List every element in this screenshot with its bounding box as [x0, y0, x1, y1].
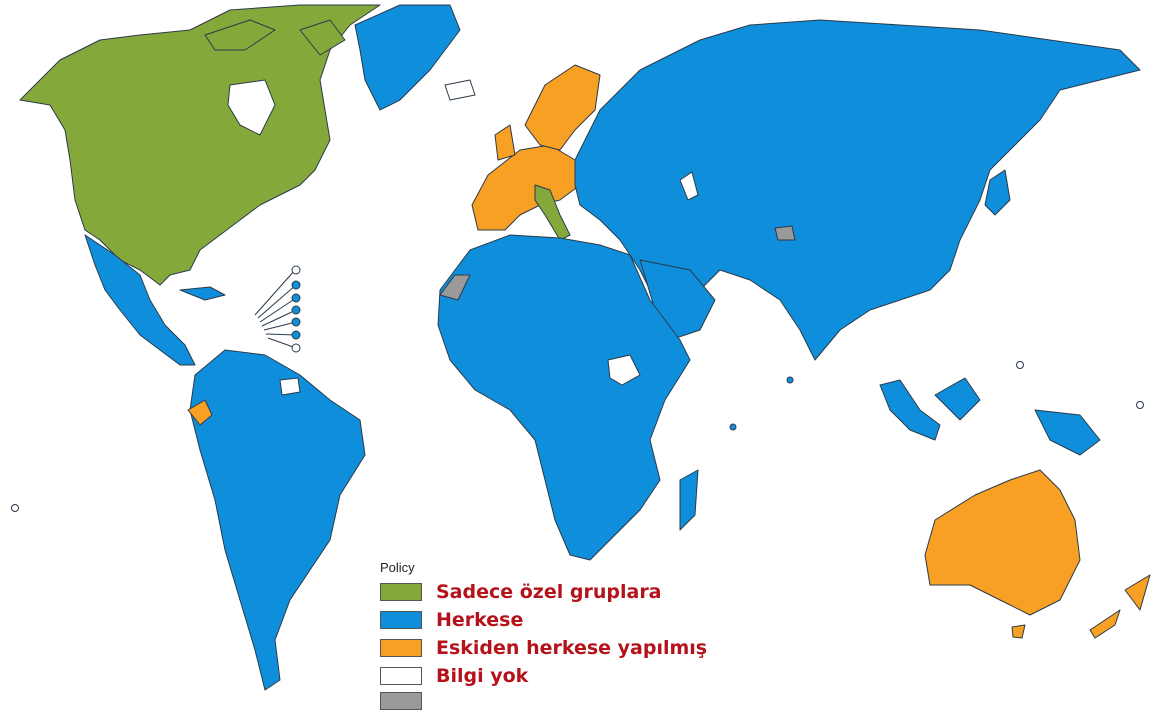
region-arctic-islands-2 [299, 19, 346, 56]
region-south-sudan [607, 354, 641, 386]
region-western-sahara [439, 274, 471, 301]
region-ecuador [187, 399, 213, 426]
legend-item-blue: Herkese [380, 606, 523, 634]
hudson-bay [227, 79, 276, 136]
region-indonesia [879, 379, 941, 441]
legend-label: Sadece özel gruplara [436, 581, 662, 603]
region-italy [534, 184, 571, 241]
region-south-america [189, 349, 366, 691]
region-central-america [84, 234, 196, 366]
region-cuba [179, 286, 226, 301]
region-new-zealand-south [1089, 609, 1121, 639]
legend-label: Bilgi yok [436, 665, 529, 687]
region-australia [924, 469, 1081, 616]
region-africa [437, 234, 691, 561]
legend-swatch [380, 611, 422, 629]
region-guiana [279, 377, 301, 396]
legend-swatch [380, 692, 422, 710]
legend-label: Herkese [436, 609, 524, 631]
region-greenland [354, 4, 461, 111]
caribbean-callouts [11, 265, 1144, 512]
region-western-europe [471, 144, 581, 231]
legend-title: Policy [380, 560, 415, 575]
region-iceland [444, 79, 476, 101]
region-uk [494, 124, 516, 161]
region-japan [984, 169, 1011, 216]
region-kashmir [774, 225, 796, 241]
caspian-sea [679, 171, 699, 201]
region-borneo [934, 377, 981, 421]
legend-label: Eskiden herkese yapılmış [436, 637, 708, 659]
region-north-america [19, 4, 381, 286]
legend-item-green: Sadece özel gruplara [380, 578, 662, 606]
legend-item-orange: Eskiden herkese yapılmış [380, 634, 707, 662]
region-new-guinea [1034, 409, 1101, 456]
legend-swatch [380, 667, 422, 685]
legend-item-white: Bilgi yok [380, 662, 528, 690]
legend: Policy Sadece özel gruplara Herkese Eski… [378, 560, 738, 715]
region-madagascar [679, 469, 699, 531]
region-scandinavia [524, 64, 601, 151]
region-new-zealand [1124, 574, 1151, 611]
region-arctic-islands [204, 19, 276, 51]
legend-item-gray [380, 687, 436, 715]
legend-swatch [380, 583, 422, 601]
region-tasmania [1011, 624, 1026, 639]
legend-swatch [380, 639, 422, 657]
